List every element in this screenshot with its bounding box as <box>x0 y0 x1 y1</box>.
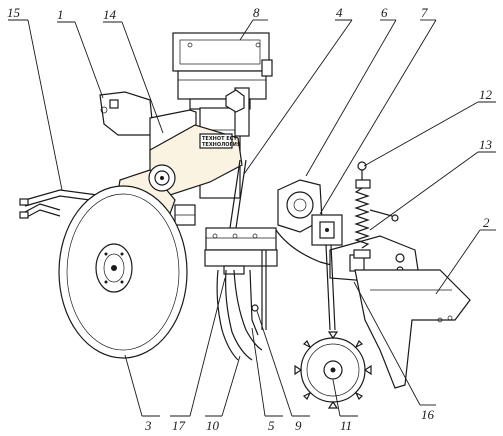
callout-7: 7 <box>421 5 428 20</box>
callout-16: 16 <box>421 407 435 422</box>
leader-lines <box>8 19 496 417</box>
callout-10: 10 <box>206 418 220 433</box>
press-wheel <box>294 331 372 409</box>
callout-2: 2 <box>483 215 490 230</box>
rear-closing-body <box>354 269 471 389</box>
callout-11: 11 <box>340 418 352 433</box>
callout-15: 15 <box>7 5 21 20</box>
callout-17: 17 <box>172 418 186 433</box>
callout-6: 6 <box>381 5 388 20</box>
seed-hopper <box>172 32 273 110</box>
callout-4: 4 <box>336 5 343 20</box>
nameplate-line-2: ТЕХНОЛОГИЯ <box>202 142 241 148</box>
callout-labels: 15 1 14 8 4 6 7 12 13 2 3 17 10 5 9 11 1… <box>7 5 493 433</box>
nameplate-line-1: ТЕХНОТ ЕСТ <box>202 136 237 142</box>
callout-3: 3 <box>144 418 152 433</box>
tine-assembly <box>204 159 278 361</box>
callout-5: 5 <box>268 418 275 433</box>
callout-9: 9 <box>295 418 302 433</box>
press-spring <box>353 161 399 259</box>
gauge-wheel <box>58 185 188 359</box>
callout-12: 12 <box>479 87 493 102</box>
callout-8: 8 <box>253 5 260 20</box>
callout-14: 14 <box>103 7 117 22</box>
callout-1: 1 <box>57 7 64 22</box>
callout-13: 13 <box>479 137 493 152</box>
